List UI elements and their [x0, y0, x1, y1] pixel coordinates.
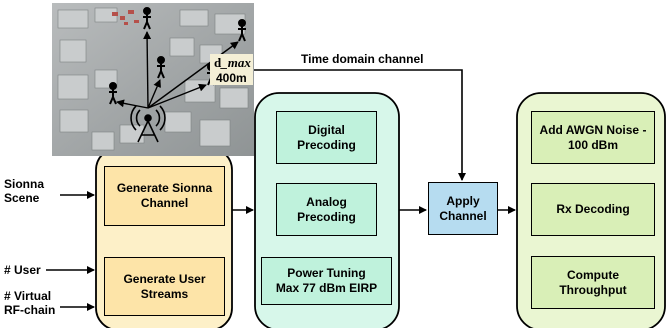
- city-scene-image: [52, 3, 254, 156]
- rx-decoding-block: Rx Decoding: [531, 183, 655, 236]
- input-num-virtual-rf: # Virtual RF-chain: [4, 289, 56, 317]
- dmax-subscript: _max: [221, 55, 251, 70]
- time-domain-channel-label: Time domain channel: [301, 52, 424, 66]
- generate-streams-block: Generate User Streams: [104, 257, 225, 316]
- apply-channel-block: Apply Channel: [428, 182, 498, 235]
- input-num-user: # User: [4, 263, 41, 277]
- user-icon: [238, 19, 246, 42]
- compute-throughput-block: Compute Throughput: [531, 256, 655, 309]
- user-icon: [143, 7, 151, 30]
- dmax-symbol: d_max: [214, 55, 251, 70]
- add-awgn-block: Add AWGN Noise - 100 dBm: [531, 111, 655, 164]
- analog-precoding-block: Analog Precoding: [276, 183, 377, 236]
- dmax-value: 400m: [216, 71, 247, 85]
- user-icon: [109, 82, 117, 105]
- digital-precoding-block: Digital Precoding: [276, 111, 377, 164]
- dmax-label-box: [210, 54, 253, 85]
- user-icon: [157, 56, 165, 79]
- antenna-tower-icon: [130, 105, 166, 143]
- input-sionna-scene: Sionna Scene: [4, 177, 45, 205]
- generate-channel-block: Generate Sionna Channel: [104, 166, 225, 226]
- power-tuning-block: Power Tuning Max 77 dBm EIRP: [261, 257, 392, 305]
- time-domain-channel-arrow: [254, 69, 466, 181]
